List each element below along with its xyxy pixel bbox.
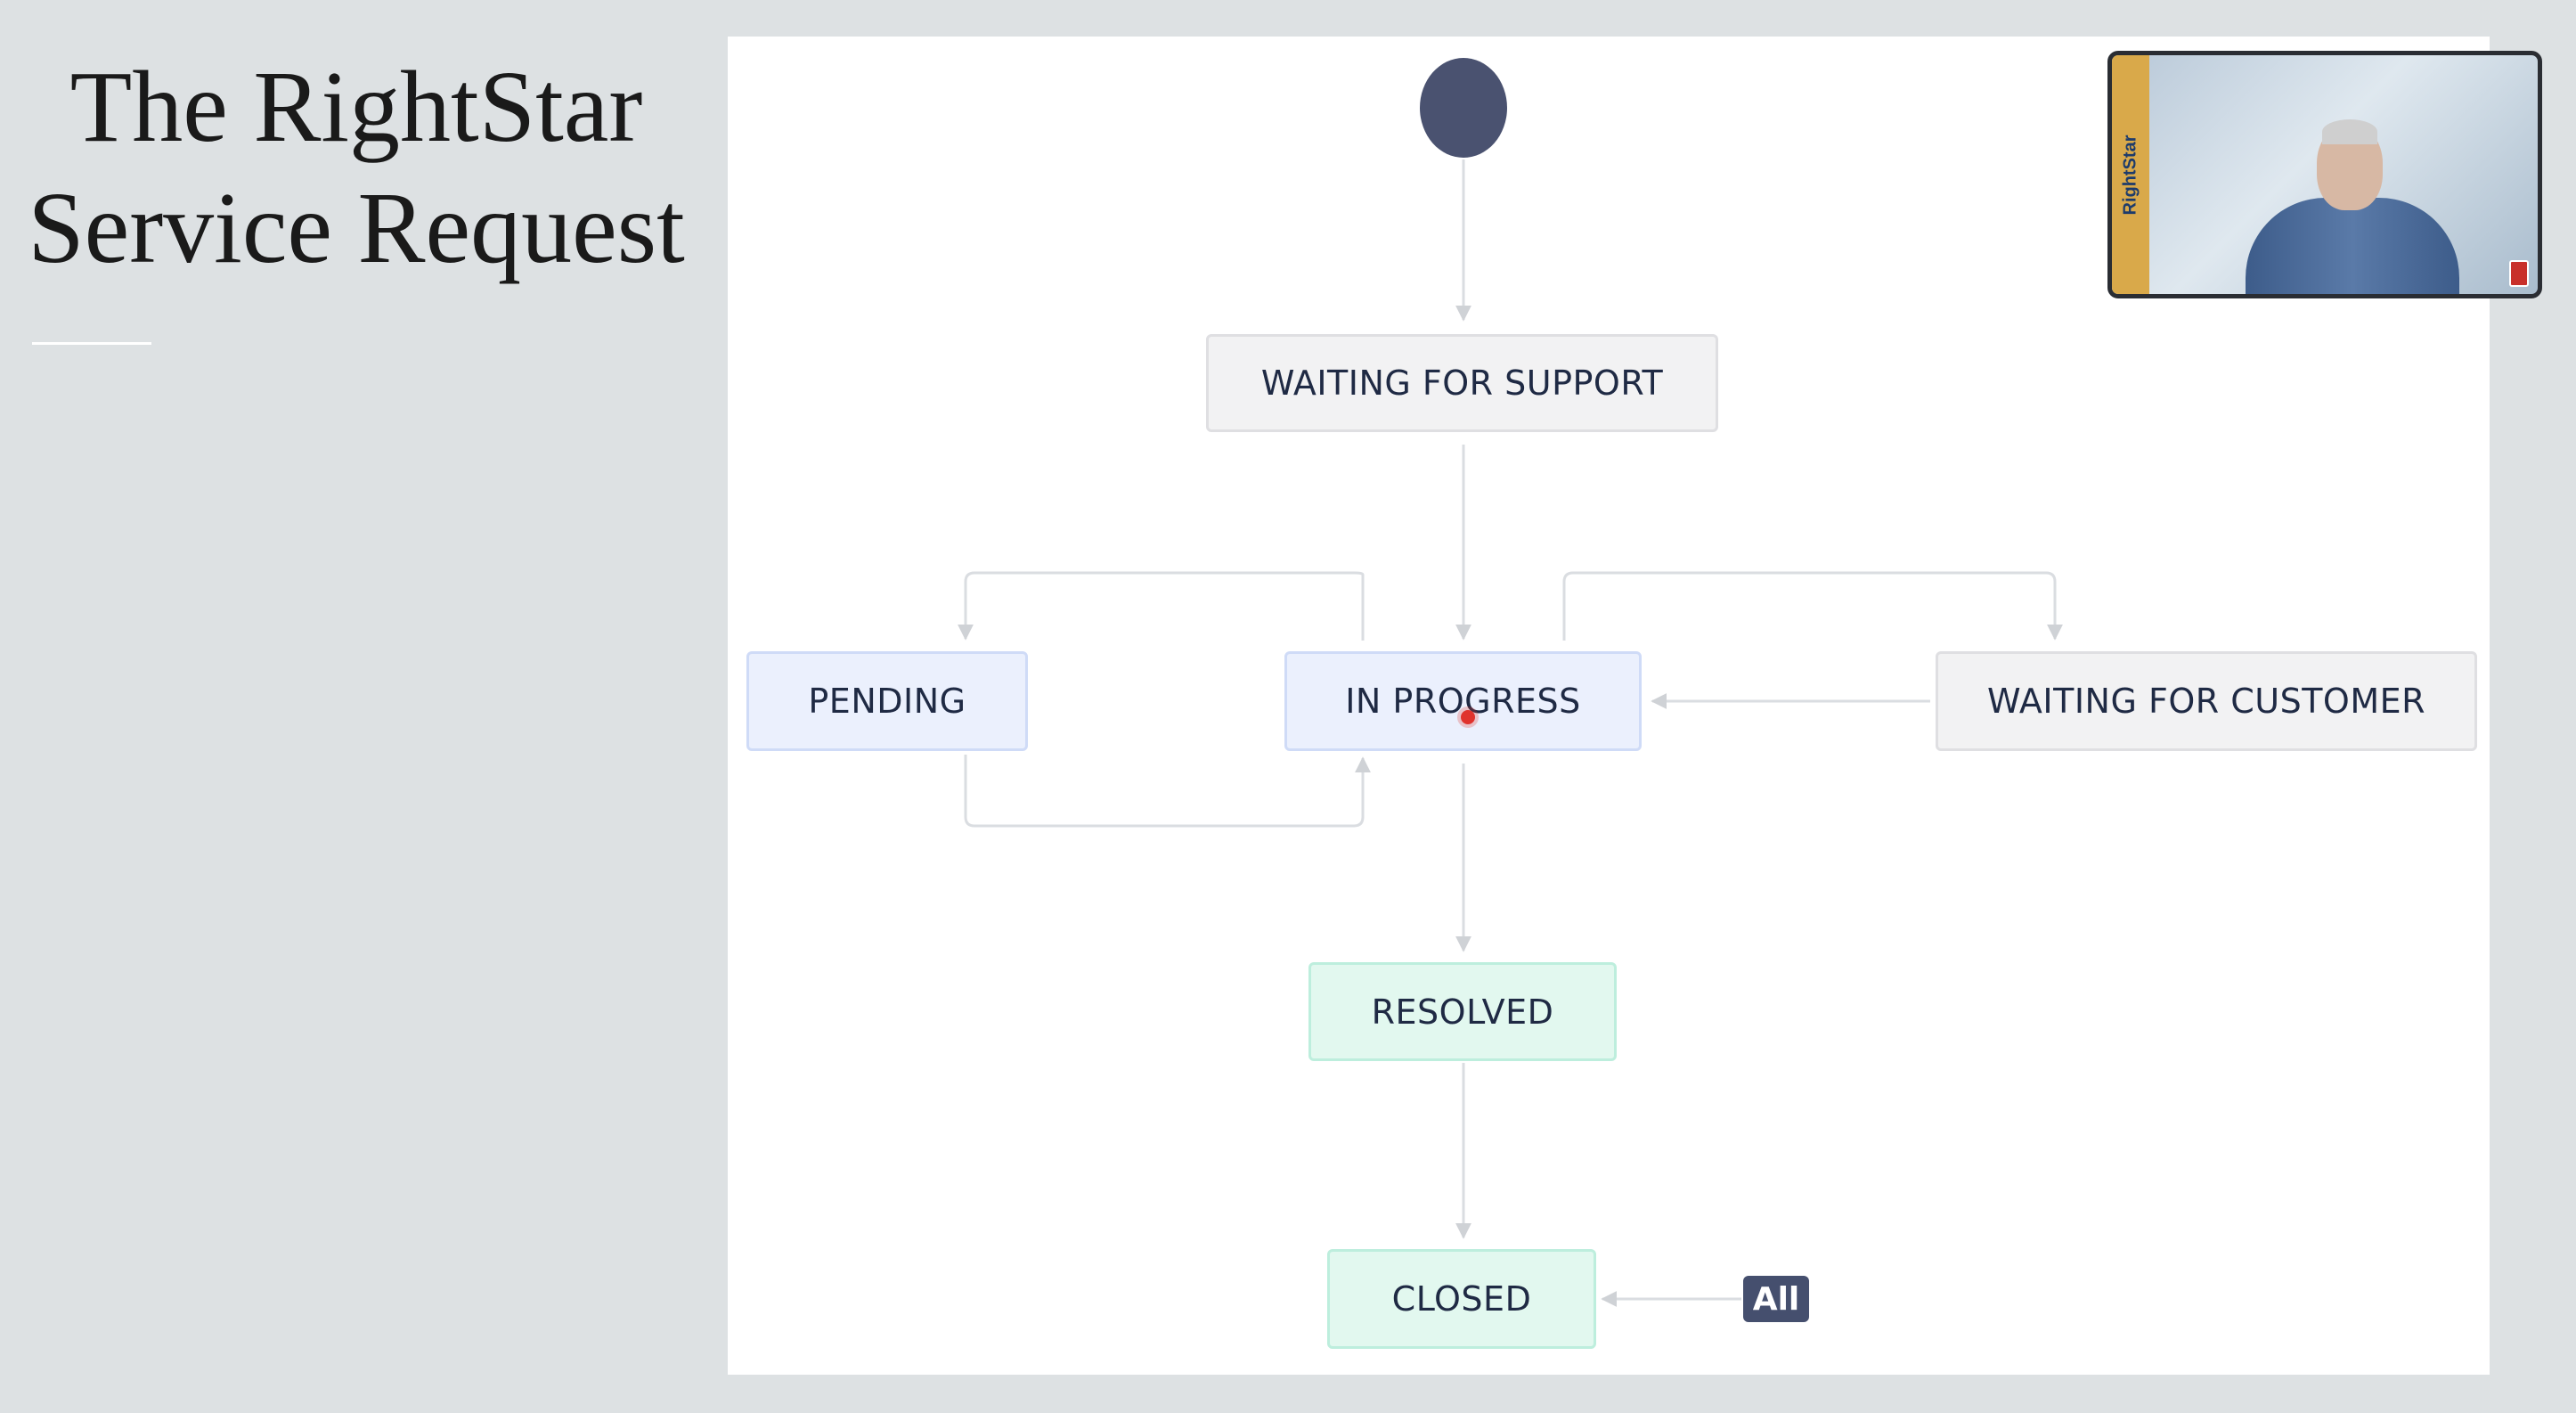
connector-in-progress-to-pending	[958, 571, 1365, 641]
status-waiting-for-support[interactable]: WAITING FOR SUPPORT	[1206, 334, 1718, 432]
presenter-hair	[2322, 119, 2377, 144]
workflow-connectors	[958, 58, 2063, 1307]
title-underline	[32, 342, 151, 345]
status-resolved[interactable]: RESOLVED	[1308, 962, 1617, 1061]
all-transition-badge[interactable]: All	[1743, 1276, 1809, 1322]
slide-title-line-2: Service Request	[28, 171, 685, 284]
status-label: WAITING FOR CUSTOMER	[1986, 682, 2426, 721]
status-closed[interactable]: CLOSED	[1327, 1249, 1596, 1349]
status-label: CLOSED	[1391, 1279, 1532, 1319]
status-waiting-for-customer[interactable]: WAITING FOR CUSTOMER	[1936, 651, 2477, 751]
corner-badge-icon	[2509, 260, 2529, 287]
slide-title-line-1: The RightStar	[69, 50, 643, 163]
status-label: RESOLVED	[1371, 992, 1554, 1032]
status-label: WAITING FOR SUPPORT	[1260, 363, 1664, 403]
start-node	[1420, 58, 1507, 158]
connector-in-progress-to-waiting-customer	[1562, 571, 2063, 641]
webcam-overlay[interactable]: RightStar	[2107, 51, 2542, 298]
slide-title: The RightStar Service Request	[0, 46, 713, 289]
status-in-progress[interactable]: IN PROGRESS	[1284, 651, 1642, 751]
brand-strip: RightStar	[2112, 55, 2149, 294]
presenter-body	[2246, 198, 2459, 294]
connector-pending-to-in-progress	[964, 755, 1371, 828]
status-label: PENDING	[808, 682, 966, 721]
pointer-cursor	[1461, 710, 1475, 724]
brand-logo-text: RightStar	[2120, 135, 2140, 215]
status-pending[interactable]: PENDING	[746, 651, 1028, 751]
